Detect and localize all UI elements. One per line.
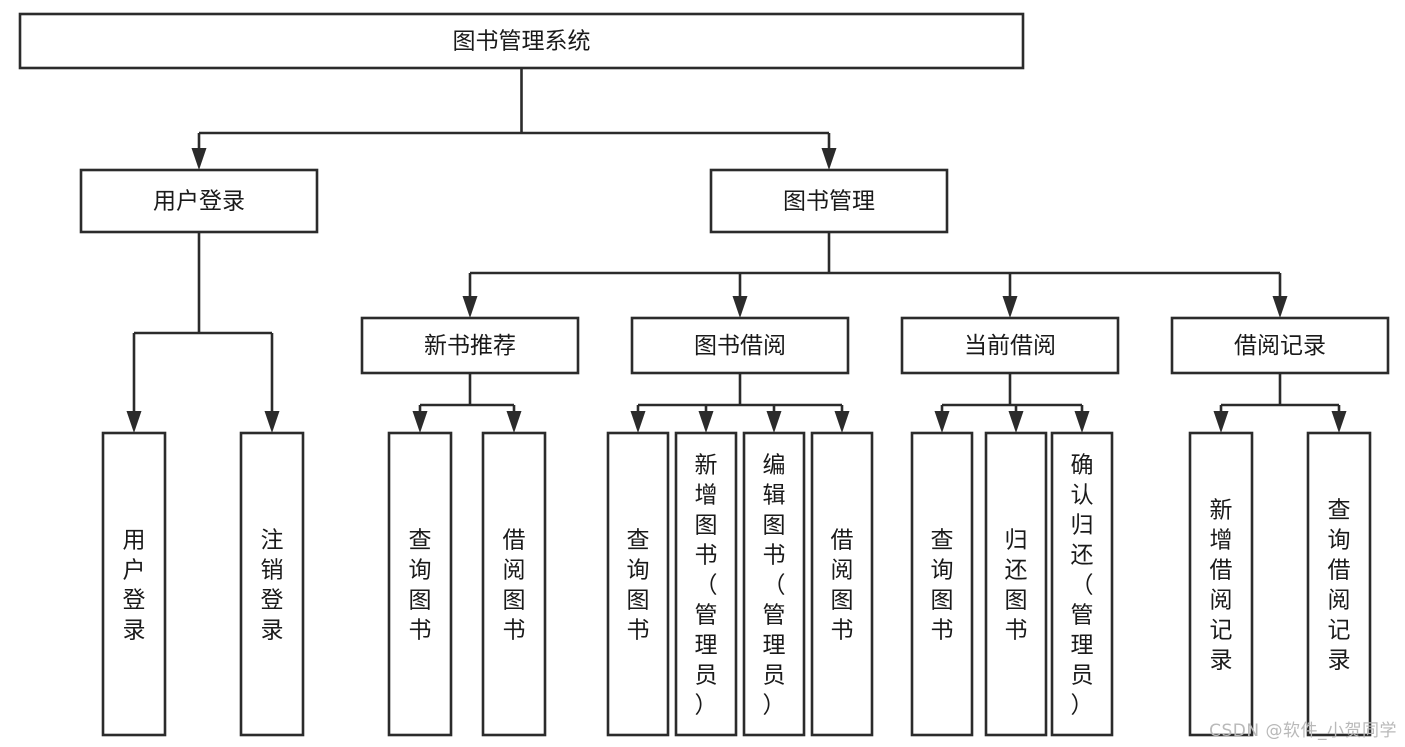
node-label: 当前借阅 — [964, 333, 1056, 359]
node-box — [387, 431, 453, 737]
arrow-head-icon — [934, 411, 950, 433]
arrow-head-icon — [1074, 411, 1090, 433]
node-box — [1050, 431, 1114, 737]
arrow-head-icon — [834, 411, 850, 433]
arrow-head-icon — [1008, 411, 1024, 433]
node-new-book-rec[interactable]: 新书推荐 — [360, 316, 580, 375]
arrow-head-icon — [1331, 411, 1347, 433]
arrow-head-icon — [1002, 296, 1018, 318]
arrow-head-icon — [191, 148, 207, 170]
node-box — [606, 431, 670, 737]
node-box — [1306, 431, 1372, 737]
node-root[interactable]: 图书管理系统 — [18, 12, 1025, 70]
node-box — [18, 12, 1025, 70]
node-current-borrow[interactable]: 当前借阅 — [900, 316, 1120, 375]
node-label: 图书管理 — [783, 189, 875, 215]
node-label: 用户登录 — [153, 189, 245, 215]
node-leaf-edit-book[interactable]: 编辑图书（管理员） — [742, 431, 806, 737]
node-leaf-add-book[interactable]: 新增图书（管理员） — [674, 431, 738, 737]
node-borrow-record[interactable]: 借阅记录 — [1170, 316, 1390, 375]
node-layer: 图书管理系统用户登录图书管理新书推荐图书借阅当前借阅借阅记录用户登录注销登录查询… — [18, 12, 1390, 737]
node-leaf-user-login[interactable]: 用户登录 — [101, 431, 167, 737]
connector-group-user-login — [126, 232, 280, 433]
node-box — [360, 316, 580, 375]
node-label: 图书借阅 — [694, 333, 786, 359]
connector-group-new-book-rec — [412, 373, 522, 433]
node-leaf-query-record[interactable]: 查询借阅记录 — [1306, 431, 1372, 737]
node-leaf-return-book[interactable]: 归还图书 — [984, 431, 1048, 737]
node-box — [481, 431, 547, 737]
node-leaf-logout[interactable]: 注销登录 — [239, 431, 305, 737]
connector-layer — [126, 68, 1347, 433]
arrow-head-icon — [630, 411, 646, 433]
node-leaf-borrow-book-1[interactable]: 借阅图书 — [481, 431, 547, 737]
arrow-head-icon — [698, 411, 714, 433]
node-leaf-add-record[interactable]: 新增借阅记录 — [1188, 431, 1254, 737]
node-label: 查询借阅记录 — [1328, 497, 1351, 673]
node-box — [709, 168, 949, 234]
node-leaf-query-book-1[interactable]: 查询图书 — [387, 431, 453, 737]
node-box — [742, 431, 806, 737]
node-box — [984, 431, 1048, 737]
node-label: 注销登录 — [261, 527, 284, 643]
connector-group-book-manage — [462, 232, 1288, 318]
node-box — [1170, 316, 1390, 375]
connector-group-current-borrow — [934, 373, 1090, 433]
node-label: 归还图书 — [1005, 527, 1028, 643]
node-box — [101, 431, 167, 737]
arrow-head-icon — [462, 296, 478, 318]
node-label: 新增借阅记录 — [1210, 497, 1233, 673]
node-book-borrow[interactable]: 图书借阅 — [630, 316, 850, 375]
node-leaf-query-book-2[interactable]: 查询图书 — [606, 431, 670, 737]
node-label: 新增图书（管理员） — [695, 452, 718, 718]
arrow-head-icon — [732, 296, 748, 318]
node-label: 借阅图书 — [831, 527, 854, 643]
node-label: 图书管理系统 — [453, 29, 591, 55]
arrow-head-icon — [766, 411, 782, 433]
connector-group-book-borrow — [630, 373, 850, 433]
arrow-head-icon — [821, 148, 837, 170]
node-label: 查询图书 — [409, 527, 432, 643]
node-label: 确认归还（管理员） — [1071, 452, 1094, 718]
arrow-head-icon — [1272, 296, 1288, 318]
node-book-manage[interactable]: 图书管理 — [709, 168, 949, 234]
node-label: 编辑图书（管理员） — [763, 452, 786, 718]
node-leaf-query-book-3[interactable]: 查询图书 — [910, 431, 974, 737]
arrow-head-icon — [506, 411, 522, 433]
node-box — [79, 168, 319, 234]
arrow-head-icon — [1213, 411, 1229, 433]
node-box — [1188, 431, 1254, 737]
connector-group-borrow-record — [1213, 373, 1347, 433]
arrow-head-icon — [264, 411, 280, 433]
node-box — [910, 431, 974, 737]
node-box — [674, 431, 738, 737]
arrow-head-icon — [412, 411, 428, 433]
node-label: 借阅图书 — [503, 527, 526, 643]
node-leaf-confirm-return[interactable]: 确认归还（管理员） — [1050, 431, 1114, 737]
node-label: 借阅记录 — [1234, 333, 1326, 359]
node-box — [810, 431, 874, 737]
node-label: 用户登录 — [123, 527, 146, 643]
node-box — [900, 316, 1120, 375]
node-label: 查询图书 — [931, 527, 954, 643]
node-leaf-borrow-book-2[interactable]: 借阅图书 — [810, 431, 874, 737]
node-box — [630, 316, 850, 375]
connector-group-root — [191, 68, 837, 170]
arrow-head-icon — [126, 411, 142, 433]
csdn-watermark: CSDN @软件_小贺同学 — [1209, 721, 1397, 741]
node-box — [239, 431, 305, 737]
node-label: 新书推荐 — [424, 333, 516, 359]
node-user-login[interactable]: 用户登录 — [79, 168, 319, 234]
node-label: 查询图书 — [627, 527, 650, 643]
